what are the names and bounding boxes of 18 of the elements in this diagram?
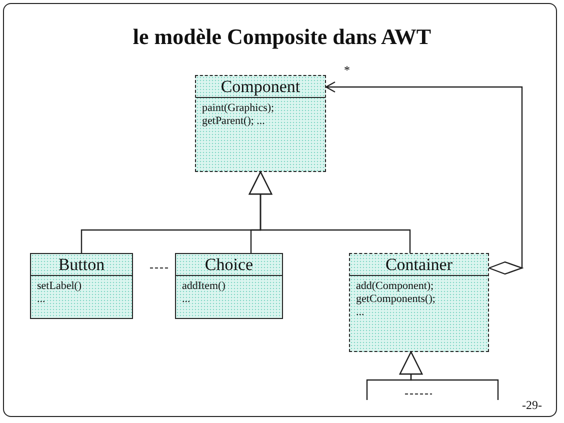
method-list: setLabel() ... [37, 280, 82, 306]
inheritance-arrow [399, 351, 499, 400]
multiplicity-label: * [344, 63, 350, 78]
class-name: Container [350, 254, 488, 276]
class-name: Choice [176, 254, 282, 276]
page-number: -29- [522, 398, 542, 413]
class-box [175, 253, 283, 319]
class-box [30, 253, 133, 319]
aggregation-arrow [325, 81, 523, 275]
class-name: Component [196, 76, 325, 98]
method-list: addItem() ... [182, 280, 226, 306]
class-box [195, 75, 326, 172]
slide-title: le modèle Composite dans AWT [132, 24, 432, 50]
method-list: add(Component); getComponents(); ... [356, 280, 436, 319]
inheritance-arrow [248, 171, 411, 253]
class-name: Button [31, 254, 132, 276]
method-list: paint(Graphics); getParent(); ... [202, 102, 274, 128]
class-box [349, 253, 489, 352]
